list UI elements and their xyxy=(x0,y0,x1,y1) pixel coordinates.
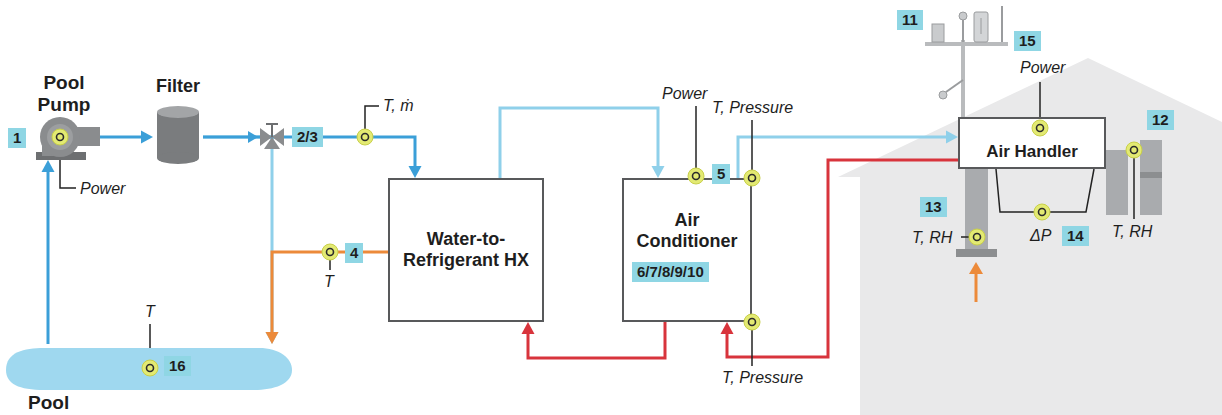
filter-unit: Filter xyxy=(153,76,203,164)
callout-number: 4 xyxy=(345,243,363,263)
pool-shape: Pool xyxy=(4,344,294,414)
callout-number: 12 xyxy=(1147,110,1174,130)
pipe-line xyxy=(100,136,143,139)
callout-number: 6/7/8/9/10 xyxy=(632,262,709,282)
pipe-connector xyxy=(721,160,959,357)
air-conditioner-box: Air Conditioner xyxy=(622,178,752,322)
callout-number: 14 xyxy=(1062,226,1089,246)
node-label: Pool xyxy=(28,392,69,414)
pipe-line xyxy=(528,322,665,358)
arrow-head xyxy=(266,332,279,344)
equipment-symbol xyxy=(624,180,750,324)
callout-number: 2/3 xyxy=(292,127,323,147)
pipe-line xyxy=(272,252,388,334)
pipe-line xyxy=(203,137,272,334)
callout-number: 1 xyxy=(8,128,26,148)
pool-pump: Pool Pump xyxy=(28,72,100,160)
node-label: Pool Pump xyxy=(28,72,100,116)
node-label: Air Conditioner xyxy=(630,210,744,251)
callout-number: 5 xyxy=(712,164,730,184)
sensor-label: T xyxy=(145,302,155,321)
node-label: Air Handler xyxy=(986,142,1078,162)
sensor-label: T, Pressure xyxy=(722,368,803,387)
sensor-label: ΔP xyxy=(1030,226,1051,245)
sensor-label: T, RH xyxy=(1112,222,1152,241)
pipe-connector xyxy=(203,137,279,344)
sensor-label: T xyxy=(324,272,334,291)
sensor-label: T, RH xyxy=(912,228,952,247)
callout-number: 15 xyxy=(1014,31,1041,51)
pipe-line xyxy=(47,170,50,344)
sensor-label: Power xyxy=(80,179,125,198)
heat-exchanger-box: Water-to-Refrigerant HX xyxy=(388,178,544,322)
arrow-head xyxy=(721,322,734,334)
arrow-head xyxy=(42,160,55,172)
node-label: Water-to-Refrigerant HX xyxy=(396,229,536,270)
sensor-label: T, ṁ xyxy=(383,96,414,115)
pipe-line xyxy=(500,108,658,178)
callout-number: 11 xyxy=(897,10,923,30)
arrow-head xyxy=(652,166,665,178)
arrow-head xyxy=(266,332,279,344)
arrow-head xyxy=(409,166,422,178)
node-label: Filter xyxy=(156,76,200,97)
pipe-connector xyxy=(522,322,666,358)
arrow-head xyxy=(141,131,153,144)
sensor-label: T, Pressure xyxy=(712,98,793,117)
sensor-label: Power xyxy=(662,84,707,103)
callout-number: 13 xyxy=(920,197,947,217)
sensor-label: Power xyxy=(1020,58,1065,77)
pipe-connector xyxy=(42,160,55,344)
arrow-head xyxy=(946,131,958,144)
air-handler-box: Air Handler xyxy=(958,117,1106,169)
arrow-head xyxy=(522,322,535,334)
pipe-line xyxy=(738,137,948,178)
pipe-connector xyxy=(266,252,389,344)
pipe-connector xyxy=(100,131,153,144)
callout-number: 16 xyxy=(164,356,191,376)
pipe-line xyxy=(727,160,958,357)
pipe-connector xyxy=(500,108,665,178)
pipe-connector xyxy=(738,131,958,179)
